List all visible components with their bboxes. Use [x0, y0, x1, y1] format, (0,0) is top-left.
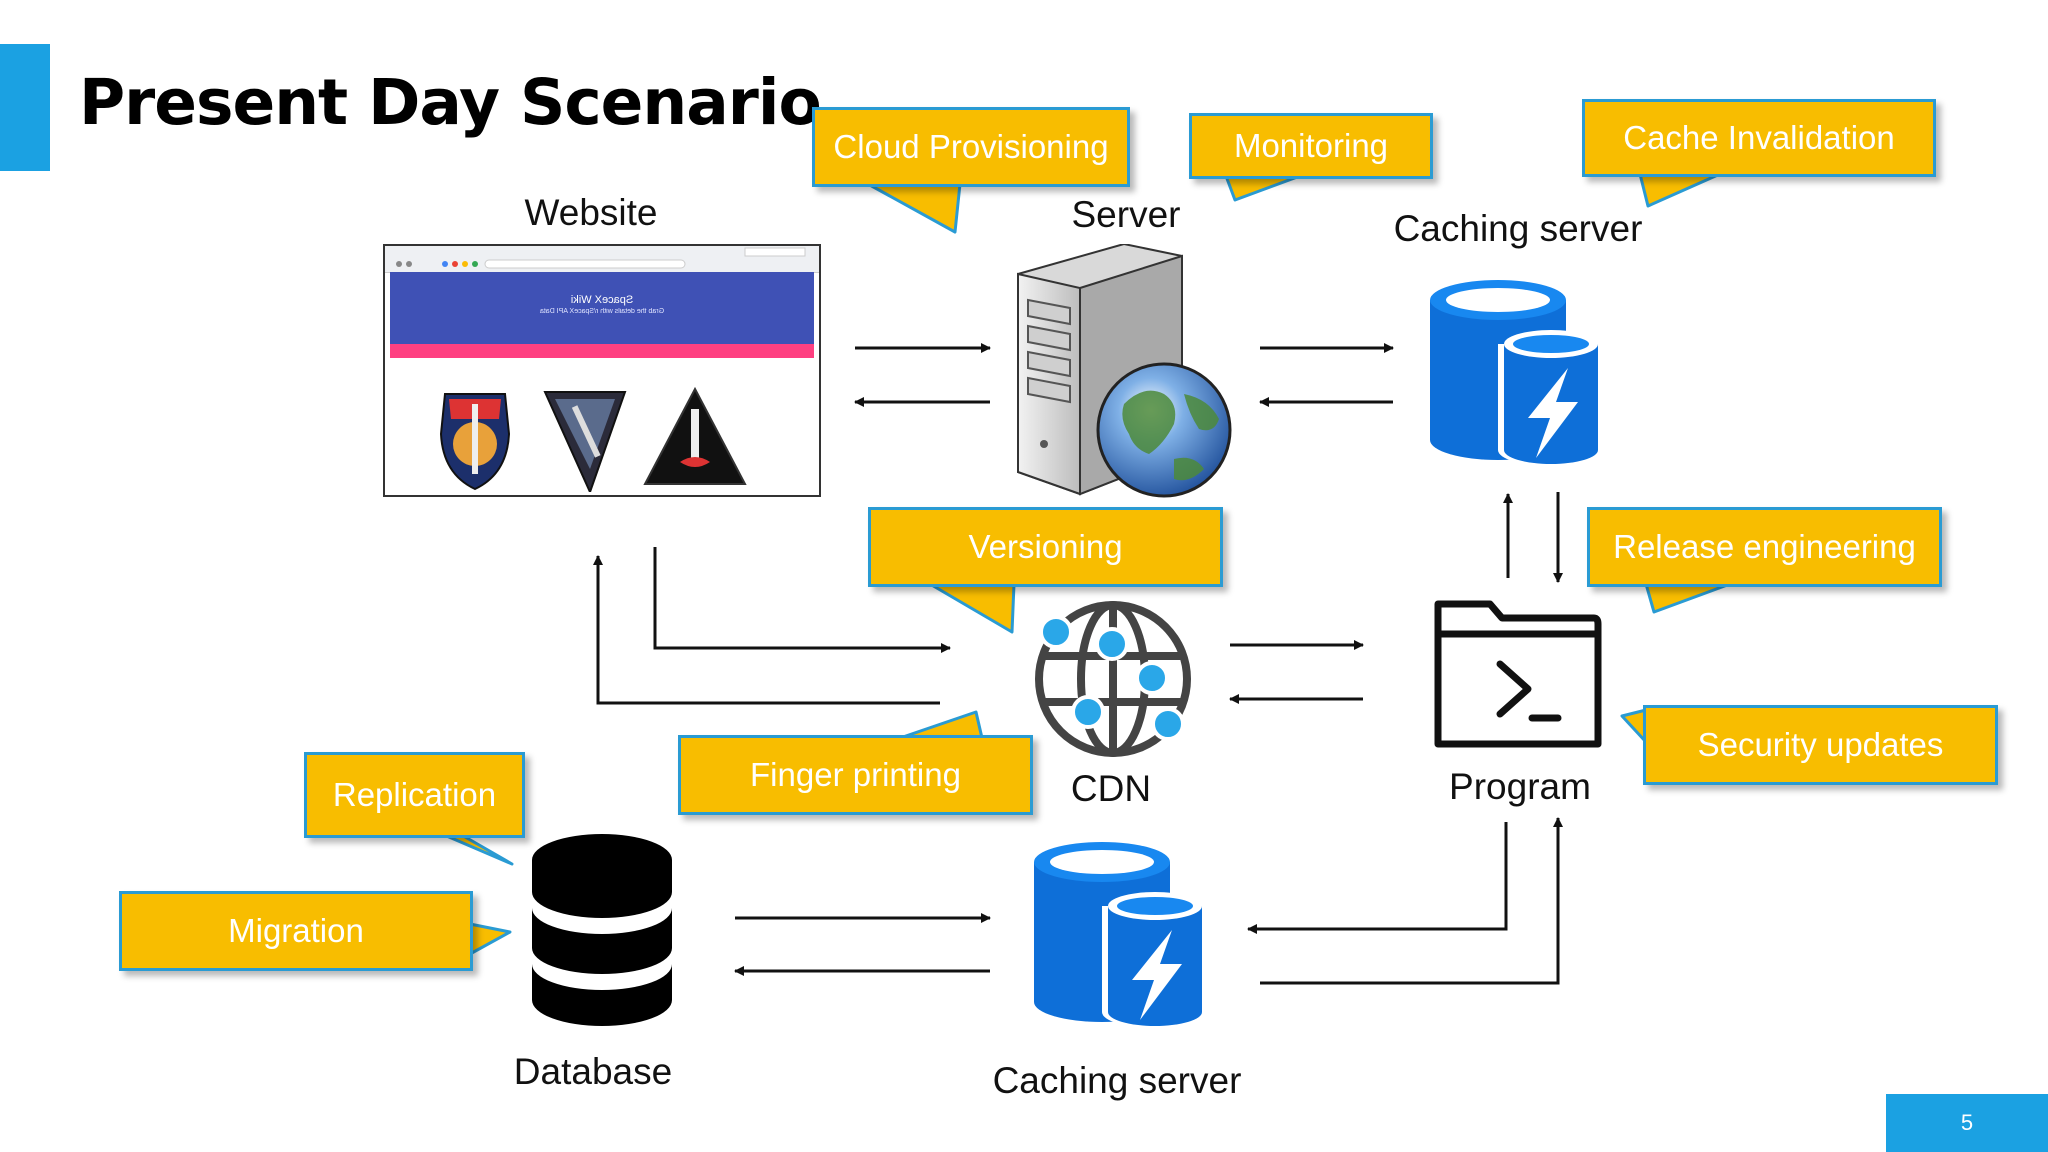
arrow-website-to-cdn — [653, 547, 951, 653]
label-caching-server-top: Caching server — [1393, 208, 1643, 249]
mission-patches — [439, 386, 747, 492]
label-database: Database — [513, 1051, 673, 1092]
page-number: 5 — [1886, 1094, 2048, 1152]
tail-cache-invalidation — [1638, 172, 1721, 208]
server-icon — [1017, 244, 1232, 498]
mission-patch-3 — [643, 386, 747, 485]
label-website: Website — [524, 192, 658, 233]
tail-monitoring — [1224, 174, 1301, 202]
callout-versioning: Versioning — [868, 507, 1223, 587]
tail-finger-printing — [899, 710, 984, 740]
browser-toolbar-icons — [396, 247, 806, 269]
tail-versioning — [929, 582, 1016, 634]
website-screenshot: SpaceX Wiki Grab the details with r/Spac… — [383, 244, 821, 497]
arrow-cdn-to-website — [593, 555, 940, 705]
mission-patch-2 — [543, 391, 627, 492]
cdn-network-icon — [1035, 601, 1191, 757]
callout-cloud-provisioning: Cloud Provisioning — [812, 107, 1130, 187]
tail-release-engineering — [1644, 582, 1731, 614]
callout-migration: Migration — [119, 891, 473, 971]
cache-database-icon — [1430, 280, 1602, 466]
callout-finger-printing: Finger printing — [678, 735, 1033, 815]
tail-replication — [441, 832, 514, 866]
callout-replication: Replication — [304, 752, 525, 838]
cache-database-icon-bottom — [1034, 842, 1206, 1028]
website-nav-strip — [390, 344, 814, 358]
callout-security-updates: Security updates — [1643, 705, 1998, 785]
website-banner: SpaceX Wiki Grab the details with r/Spac… — [390, 272, 814, 344]
callout-release-engineering: Release engineering — [1587, 507, 1942, 587]
browser-chrome — [385, 246, 819, 273]
label-caching-server-bottom: Caching server — [992, 1060, 1242, 1101]
label-server: Server — [1071, 194, 1181, 235]
arrow-cache-bottom-to-program — [1260, 817, 1563, 985]
callout-cache-invalidation: Cache Invalidation — [1582, 99, 1936, 177]
mission-patch-1 — [439, 393, 511, 491]
title-accent-bar — [0, 44, 50, 171]
label-program: Program — [1449, 766, 1591, 807]
terminal-folder-icon — [1434, 600, 1602, 748]
callout-monitoring: Monitoring — [1189, 113, 1433, 179]
database-icon — [532, 834, 672, 1026]
tail-migration — [469, 922, 512, 956]
slide-title: Present Day Scenario — [79, 66, 822, 139]
arrow-program-to-cache-bottom — [1247, 822, 1508, 934]
tail-cloud-provisioning — [867, 182, 962, 234]
globe-icon — [1096, 362, 1232, 498]
tail-security-updates — [1620, 708, 1648, 744]
label-cdn: CDN — [1070, 768, 1152, 809]
